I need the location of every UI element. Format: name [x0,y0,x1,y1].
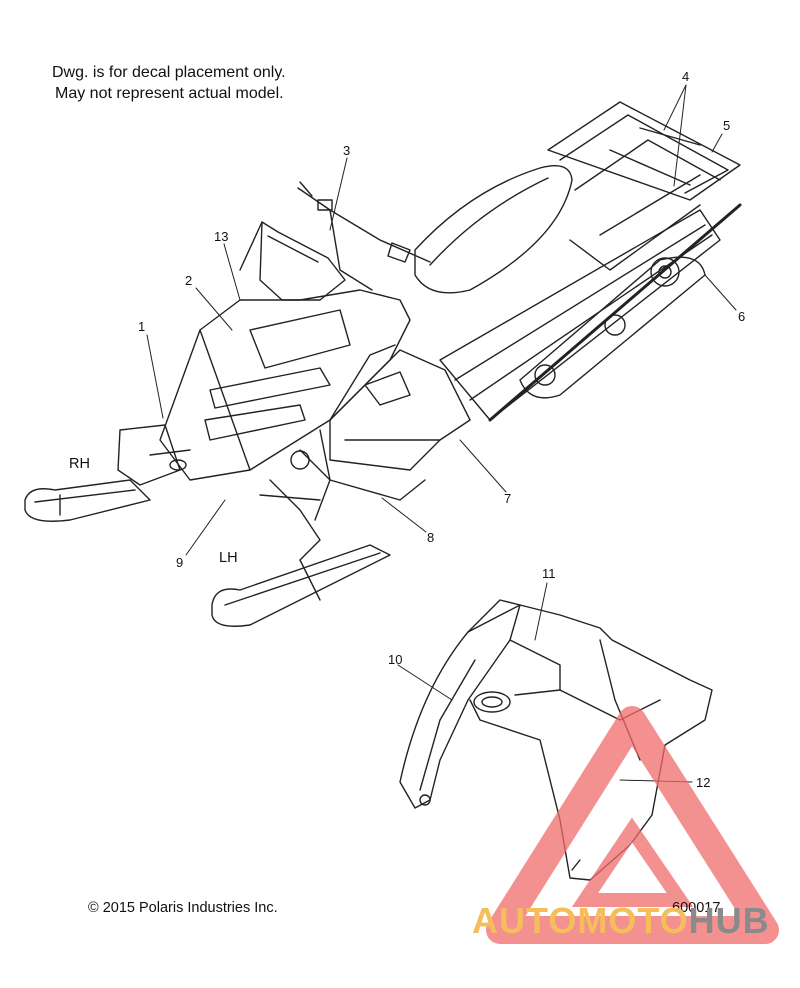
track [519,256,706,399]
label-lh: LH [219,550,238,566]
front-bumper [117,424,191,486]
label-rh: RH [69,456,90,472]
hood [159,221,411,481]
callout-11: 11 [542,566,556,581]
rear-rack [547,101,741,271]
callout-2: 2 [185,273,193,288]
callout-10: 10 [388,652,403,667]
ski-right [24,479,151,522]
seat [414,165,573,294]
callout-4: 4 [682,69,690,84]
note-line-2: May not represent actual model. [55,85,284,102]
ski-left [211,544,391,627]
handlebars [297,181,431,291]
callout-7: 7 [504,491,512,506]
callout-6: 6 [738,309,746,324]
note-line-1: Dwg. is for decal placement only. [52,64,286,81]
watermark-text-gray: HUB [688,900,770,941]
leader-lines [146,84,737,783]
copyright-text: © 2015 Polaris Industries Inc. [88,900,278,916]
callout-5: 5 [723,118,731,133]
watermark-logo [486,706,779,944]
callout-13: 13 [214,229,229,244]
watermark-text: AUTOMOTOHUB [472,900,770,942]
callout-9: 9 [176,555,184,570]
side-panel [319,349,471,501]
placement-note: Dwg. is for decal placement only. May no… [52,62,286,104]
tunnel [439,203,742,422]
callout-1: 1 [138,319,146,334]
callout-3: 3 [343,143,351,158]
callout-8: 8 [427,530,435,545]
exploded-side-panel [399,599,713,881]
part-number: 600017 [672,900,721,916]
watermark-text-orange: AUTOMOTO [472,900,689,941]
callout-12: 12 [696,775,711,790]
front-suspension [259,449,331,561]
